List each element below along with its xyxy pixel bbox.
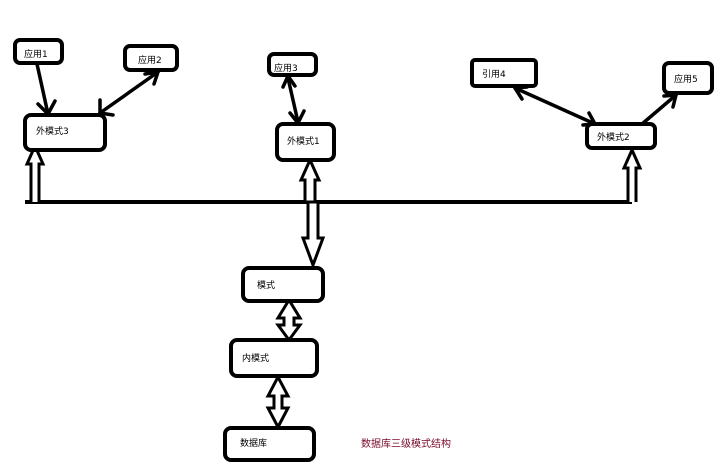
svg-text:数据库: 数据库 xyxy=(240,437,267,449)
double-arrow-bus-schema xyxy=(300,200,326,270)
node-ext1: 外模式1 xyxy=(275,122,336,162)
arrow-ext3-app2 xyxy=(98,70,160,117)
svg-text:外模式1: 外模式1 xyxy=(287,135,320,147)
svg-text:模式: 模式 xyxy=(257,279,275,291)
svg-text:引用4: 引用4 xyxy=(482,69,506,80)
diagram-caption: 数据库三级模式结构 xyxy=(361,437,451,450)
svg-text:应用1: 应用1 xyxy=(24,48,48,60)
arrow-app3-ext1 xyxy=(281,74,306,125)
node-internal: 内模式 xyxy=(229,338,319,378)
svg-text:应用2: 应用2 xyxy=(138,54,162,66)
double-arrow-internal-database xyxy=(265,373,291,431)
hollow-arrow-bus-ext2 xyxy=(621,146,643,202)
hollow-arrow-bus-ext3 xyxy=(24,142,46,202)
svg-text:应用3: 应用3 xyxy=(274,62,298,74)
svg-text:内模式: 内模式 xyxy=(242,352,269,364)
node-app2: 应用2 xyxy=(123,44,179,72)
arrow-ext2-app5 xyxy=(640,93,678,126)
node-schema: 模式 xyxy=(241,266,325,303)
double-arrow-schema-internal xyxy=(275,297,303,343)
node-app5: 应用5 xyxy=(662,61,714,95)
node-database: 数据库 xyxy=(223,426,316,462)
node-app1: 应用1 xyxy=(13,38,64,65)
node-app3: 应用3 xyxy=(267,52,318,77)
arrow-ref4-ext2 xyxy=(513,85,597,127)
hollow-arrow-bus-ext1 xyxy=(298,156,322,202)
node-ref4: 引用4 xyxy=(470,58,538,88)
svg-text:应用5: 应用5 xyxy=(674,73,698,85)
node-ext3: 外模式3 xyxy=(23,113,107,152)
svg-text:外模式3: 外模式3 xyxy=(36,125,69,137)
svg-text:外模式2: 外模式2 xyxy=(597,131,630,143)
arrow-app1-ext3 xyxy=(35,62,57,116)
node-ext2: 外模式2 xyxy=(585,122,657,150)
